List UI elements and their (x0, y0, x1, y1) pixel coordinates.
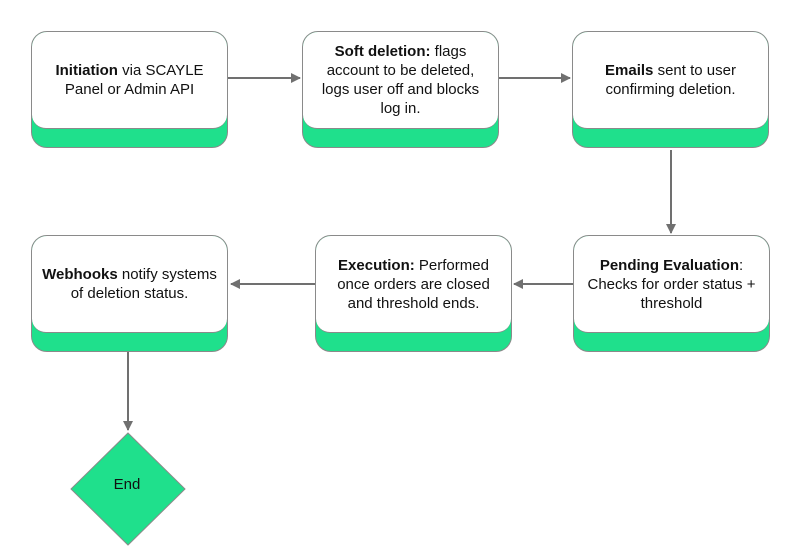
end-diamond (70, 432, 186, 546)
node-execution-bold: Execution: (338, 256, 415, 274)
node-execution-text: Performed once orders are closed and thr… (337, 256, 490, 312)
node-pending-text: : Checks for order status + threshold (587, 256, 756, 312)
node-soft-deletion-bold: Soft deletion: (334, 43, 431, 60)
node-soft-deletion-text: flags account to be deleted, logs user o… (321, 43, 480, 117)
node-pending-bold: Pending Evaluation (599, 256, 739, 274)
node-execution: Execution: Performed once orders are clo… (315, 235, 512, 352)
node-emails-text: sent to user confirming deletion. (605, 62, 736, 98)
node-webhooks-bold: Webhooks (42, 266, 118, 283)
node-webhooks: Webhooks notify systems of deletion stat… (31, 235, 228, 352)
node-initiation-bold: Initiation (55, 62, 118, 79)
end-label: End (113, 476, 141, 493)
node-initiation: Initiation via SCAYLE Panel or Admin API (31, 31, 228, 148)
node-emails-bold: Emails (605, 62, 654, 79)
node-pending-evaluation: Pending Evaluation: Checks for order sta… (573, 235, 770, 352)
node-webhooks-text: notify systems of deletion status. (70, 266, 217, 302)
node-initiation-text: via SCAYLE Panel or Admin API (64, 62, 204, 98)
node-emails: Emails sent to user confirming deletion. (572, 31, 769, 148)
node-soft-deletion: Soft deletion: flags account to be delet… (302, 31, 499, 148)
